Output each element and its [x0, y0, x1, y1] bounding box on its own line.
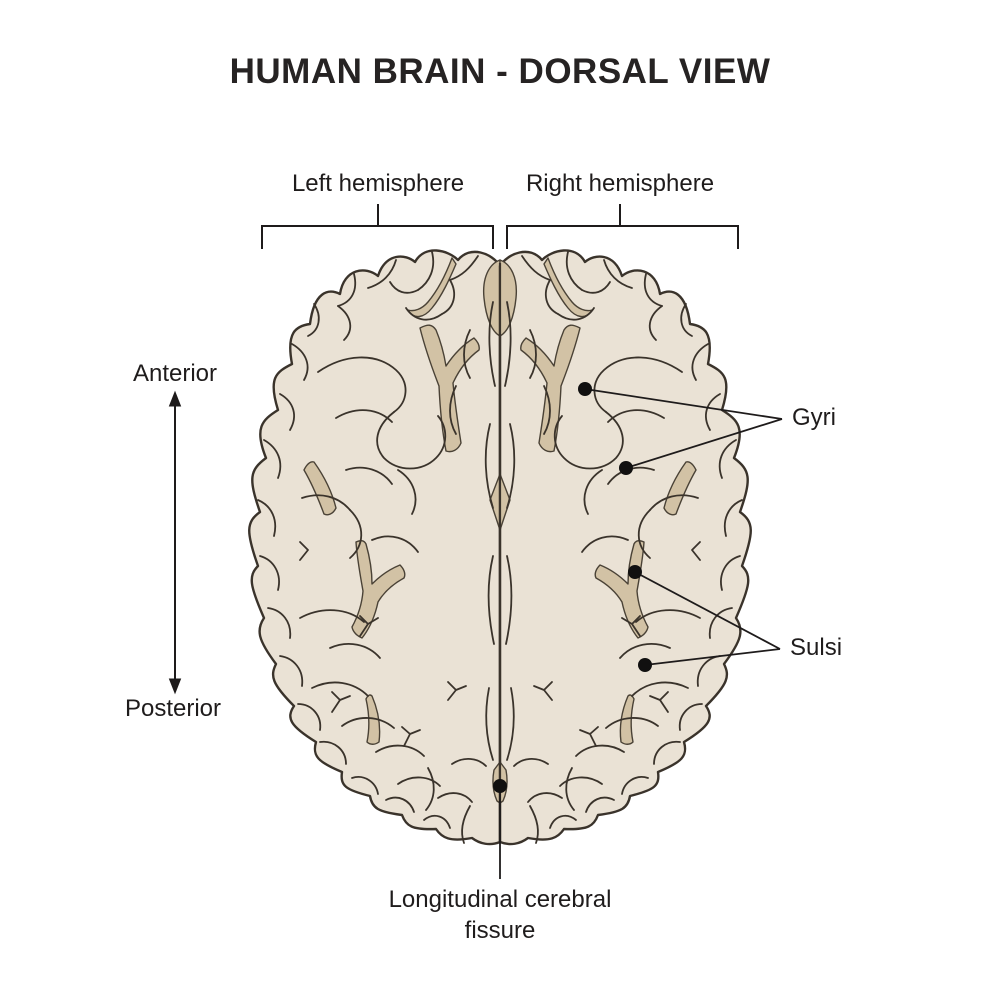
sulci-dot-2: [638, 658, 652, 672]
hemisphere-brackets: [261, 204, 739, 249]
arrowhead-down-icon: [168, 678, 182, 695]
arrowhead-up-icon: [168, 390, 182, 407]
fissure-dot: [493, 779, 507, 793]
left-hemisphere-bracket: [261, 225, 494, 249]
gyri-dot-2: [619, 461, 633, 475]
sulci-dot-1: [628, 565, 642, 579]
fissure-label-line2: fissure: [464, 917, 536, 944]
gyri-label: Gyri: [792, 404, 836, 431]
sulci-label: Sulsi: [790, 634, 843, 661]
sulci-pointer-line-1: [634, 571, 781, 650]
gyri-pointer-line-2: [625, 418, 783, 469]
fissure-label: Longitudinal cerebral fissure: [340, 884, 660, 946]
pointer-lines: [499, 388, 783, 879]
page-title: HUMAN BRAIN - DORSAL VIEW: [229, 52, 771, 91]
anterior-posterior-arrow: [168, 390, 182, 695]
right-hemisphere-label: Right hemisphere: [525, 170, 715, 197]
anterior-label: Anterior: [132, 360, 218, 387]
posterior-label: Posterior: [124, 695, 222, 722]
right-hemisphere-bracket: [506, 225, 739, 249]
left-hemisphere-label: Left hemisphere: [291, 170, 465, 197]
sulci-pointer-line-2: [644, 648, 781, 666]
gyri-dot-1: [578, 382, 592, 396]
pointer-dots: [493, 382, 652, 793]
gyri-pointer-line-1: [584, 388, 783, 420]
brain-illustration: [248, 249, 752, 846]
fissure-label-line1: Longitudinal cerebral: [388, 886, 612, 913]
